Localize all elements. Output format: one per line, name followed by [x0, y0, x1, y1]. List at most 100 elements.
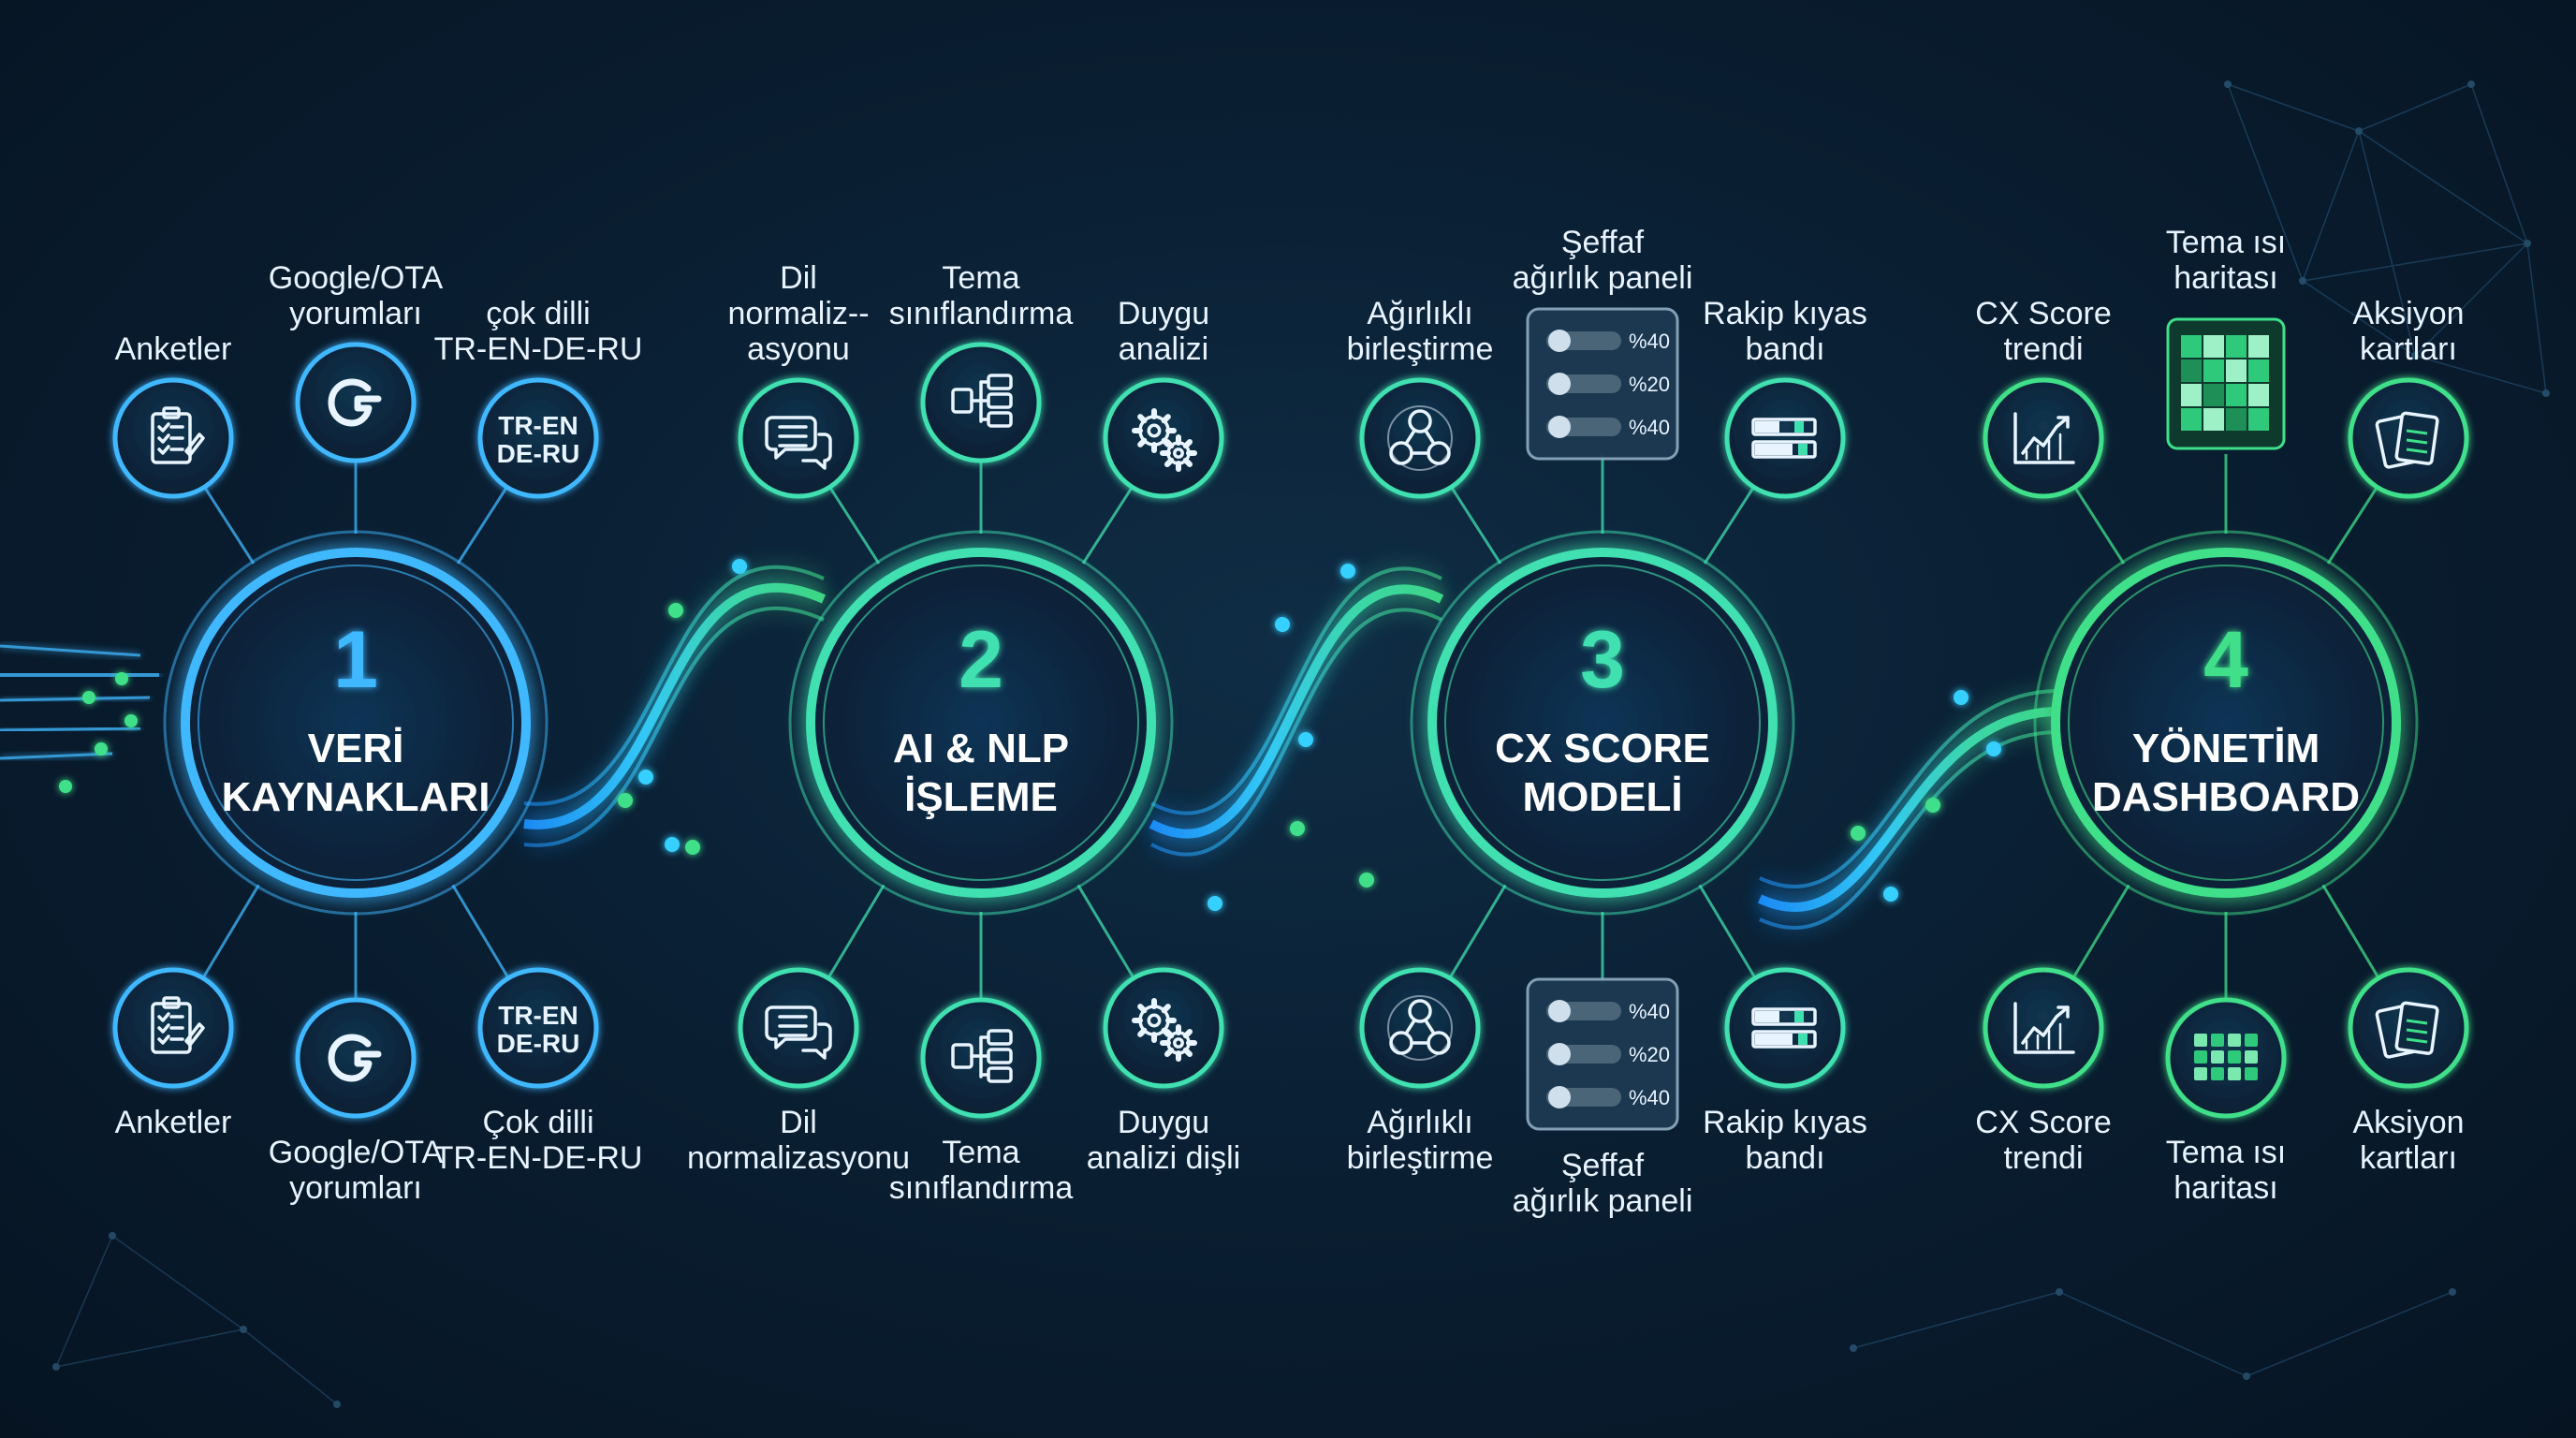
hub-title-line-1: YÖNETİM [2132, 726, 2320, 771]
flow-wave [0, 559, 2060, 930]
connector-line [456, 486, 508, 565]
node-label-line: Dil [780, 1105, 817, 1140]
node-label-line: yorumları [289, 296, 422, 331]
weight-panel-icon: %40 %20 %40 [1526, 307, 1679, 461]
node-label-line: Tema [942, 1135, 1019, 1170]
connector-line [1076, 884, 1135, 979]
node-label-line: Tema ısı [2166, 1135, 2286, 1170]
hub-title-line-1: VERİ [308, 726, 404, 771]
node-label-line: CX Score [1975, 1105, 2112, 1140]
action-cards-icon [2348, 967, 2469, 1089]
connector-line [2326, 486, 2378, 565]
connector-line [1450, 486, 1502, 565]
node-label-line: analizi [1119, 331, 1208, 367]
clipboard-icon [112, 377, 234, 499]
weight-panel-icon: %40%20%40 [1526, 977, 1679, 1131]
chat-bubbles-icon [738, 377, 859, 499]
heatmap-icon [2166, 317, 2286, 450]
weight-value: %40 [1629, 416, 1670, 439]
background-network [52, 81, 2550, 1408]
node-label-line: Ağırlıklı [1367, 296, 1472, 331]
stage-1: AnketlerGoogle/OTAyorumlarıTR-ENDE-RUçok… [112, 260, 643, 1206]
node-label-line: normalizasyonu [687, 1140, 910, 1176]
node-label-line: CX Score [1975, 296, 2112, 331]
node-label-line: sınıflandırma [889, 296, 1074, 331]
weight-value: %40 [1629, 1086, 1670, 1109]
node-label-line: yorumları [289, 1170, 422, 1206]
google-icon [295, 342, 417, 463]
benchmark-bars-icon [1724, 377, 1846, 499]
weight-value: %40 [1629, 330, 1670, 353]
hub-title-line-2: MODELİ [1522, 774, 1682, 820]
badge-line-2: DE-RU [497, 439, 580, 468]
node-label-line: Google/OTA [269, 260, 444, 296]
node-label-line: Ağırlıklı [1367, 1105, 1472, 1140]
hub-number: 3 [1580, 615, 1625, 705]
badge-line-2: DE-RU [497, 1029, 580, 1058]
node-label-line: trendi [2003, 331, 2083, 367]
connector-line [828, 486, 881, 565]
google-icon [295, 997, 417, 1119]
node-label-line: TR-EN-DE-RU [434, 1140, 643, 1176]
node-label-line: Anketler [115, 331, 232, 367]
node-label-line: asyonu [747, 331, 850, 367]
node-label-line: Google/OTA [269, 1135, 444, 1170]
node-label-line: trendi [2003, 1140, 2083, 1176]
node-label-line: Anketler [115, 1105, 232, 1140]
connector-line [1703, 486, 1755, 565]
weight-value: %20 [1629, 373, 1670, 396]
hierarchy-icon [920, 997, 1042, 1119]
bottom-node-1[interactable]: Anketler [112, 884, 260, 1140]
node-label-line: Duygu [1118, 296, 1209, 331]
connector-line [2321, 884, 2380, 979]
node-label-line: Tema ısı [2166, 225, 2286, 260]
trend-chart-icon [1983, 967, 2104, 1089]
node-label-line: Çok dilli [482, 1105, 593, 1140]
node-label-line: Duygu [1118, 1105, 1209, 1140]
weighted-network-icon [1359, 967, 1481, 1089]
node-label-line: ağırlık paneli [1513, 260, 1693, 296]
node-label-line: haritası [2174, 260, 2278, 296]
gears-icon [1103, 967, 1224, 1089]
gears-icon [1103, 377, 1224, 499]
node-label-line: kartları [2360, 331, 2457, 367]
top-node-1[interactable]: Anketler [112, 331, 256, 565]
hub-title-line-1: CX SCORE [1495, 726, 1710, 771]
